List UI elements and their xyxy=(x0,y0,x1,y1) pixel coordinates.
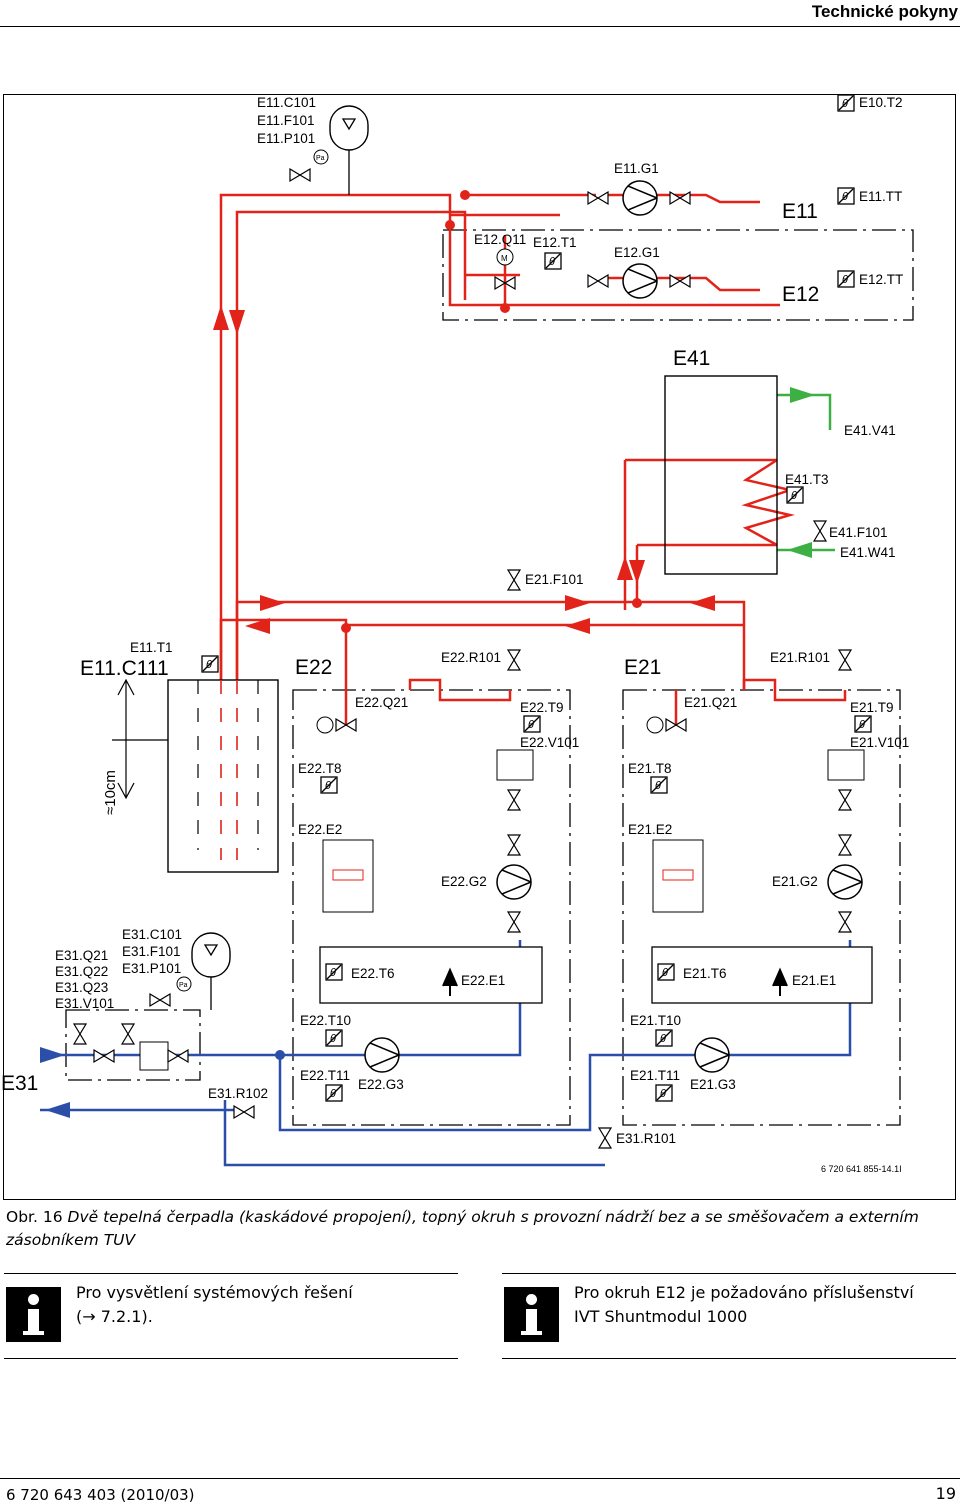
supply-arrow-down xyxy=(229,310,245,335)
label-e22: E22 xyxy=(295,656,332,679)
e31-dashed-box xyxy=(65,1009,201,1081)
label-e12-g1: E12.G1 xyxy=(614,245,660,260)
label-e31-c101: E31.C101 xyxy=(122,927,182,942)
label-e22-t10: E22.T10 xyxy=(300,1013,351,1028)
label-e11-c101: E11.C101 xyxy=(257,95,316,110)
label-e31-p101: E31.P101 xyxy=(122,961,181,976)
label-dim: ≈10cm xyxy=(102,770,119,815)
label-e11-p101: E11.P101 xyxy=(257,131,315,146)
caption-text: Dvě tepelná čerpadla (kaskádové propojen… xyxy=(6,1208,919,1249)
label-e21-t6: E21.T6 xyxy=(683,966,727,981)
label-e22-g2: E22.G2 xyxy=(441,874,487,889)
e22-floor-circuit xyxy=(319,946,543,1004)
label-e11-c111: E11.C111 xyxy=(80,657,169,680)
label-e41-t3: E41.T3 xyxy=(785,472,829,487)
label-e41-v41: E41.V41 xyxy=(844,423,896,438)
label-e22-t11: E22.T11 xyxy=(300,1068,350,1083)
label-e21-q21: E21.Q21 xyxy=(684,695,737,710)
label-e22-g3: E22.G3 xyxy=(358,1077,404,1092)
label-e31-q23: E31.Q23 xyxy=(55,980,108,995)
note-2-line-1: Pro okruh E12 je požadováno příslušenstv… xyxy=(574,1283,914,1302)
label-e21-e1: E21.E1 xyxy=(792,973,836,988)
hydraulic-schematic: θ xyxy=(1,94,914,1174)
label-e31: E31 xyxy=(1,1072,38,1095)
info-note-1: Pro vysvětlení systémových řešení (→ 7.2… xyxy=(4,1273,458,1359)
label-docref: 6 720 641 855-14.1I xyxy=(821,1164,902,1174)
label-e12: E12 xyxy=(782,283,819,306)
label-e41-f101: E41.F101 xyxy=(829,525,888,540)
caption-label: Obr. 16 xyxy=(6,1208,63,1226)
note-1-line-1: Pro vysvětlení systémových řešení xyxy=(76,1283,353,1302)
header-rule xyxy=(0,26,960,27)
label-e31-q21: E31.Q21 xyxy=(55,948,108,963)
label-pa: Pa xyxy=(179,982,188,989)
diagram-frame xyxy=(3,94,956,1200)
label-e21-t10: E21.T10 xyxy=(630,1013,681,1028)
info-icon xyxy=(504,1287,559,1342)
figure-caption: Obr. 16 Dvě tepelná čerpadla (kaskádové … xyxy=(6,1206,946,1252)
label-e22-v101: E22.V101 xyxy=(520,735,579,750)
label-e22-t8: E22.T8 xyxy=(298,761,342,776)
label-e11-f101: E11.F101 xyxy=(257,113,315,128)
note-1-line-2: (→ 7.2.1). xyxy=(76,1307,153,1326)
label-e21-t9: E21.T9 xyxy=(850,700,894,715)
label-e31-r102: E31.R102 xyxy=(208,1086,268,1101)
label-e31-v101: E31.V101 xyxy=(55,996,114,1011)
e12-dashed-box xyxy=(442,229,914,321)
supply-arrow-up xyxy=(213,305,229,330)
buffer-tank-e11-c111 xyxy=(167,679,279,873)
label-e11-tt: E11.TT xyxy=(859,189,902,204)
label-m: M xyxy=(501,254,508,263)
label-e11-t1: E11.T1 xyxy=(130,640,173,655)
label-e21-r101: E21.R101 xyxy=(770,650,830,665)
label-e21-g3: E21.G3 xyxy=(690,1077,736,1092)
label-e21-t11: E21.T11 xyxy=(630,1068,680,1083)
label-e21: E21 xyxy=(624,656,661,679)
label-e22-e2: E22.E2 xyxy=(298,822,342,837)
label-e12-t1: E12.T1 xyxy=(533,235,577,250)
label-e21-g2: E21.G2 xyxy=(772,874,818,889)
label-e11-g1: E11.G1 xyxy=(614,161,659,176)
footer-rule xyxy=(0,1478,960,1479)
footer-page-number: 19 xyxy=(935,1484,956,1503)
label-e22-t6: E22.T6 xyxy=(351,966,395,981)
label-pa: Pa xyxy=(316,155,325,162)
info-icon xyxy=(6,1287,61,1342)
label-e22-t9: E22.T9 xyxy=(520,700,564,715)
label-e22-q21: E22.Q21 xyxy=(355,695,408,710)
label-e21-t8: E21.T8 xyxy=(628,761,672,776)
note-2-line-2: IVT Shuntmodul 1000 xyxy=(574,1307,748,1326)
label-e11: E11 xyxy=(782,200,818,223)
label-e21-f101: E21.F101 xyxy=(525,572,584,587)
page-header-title: Technické pokyny xyxy=(811,2,958,21)
label-e31-r101: E31.R101 xyxy=(616,1131,676,1146)
info-note-2: Pro okruh E12 je požadováno příslušenstv… xyxy=(502,1273,956,1359)
label-e22-r101: E22.R101 xyxy=(441,650,501,665)
label-e41: E41 xyxy=(673,347,710,370)
label-e31-f101: E31.F101 xyxy=(122,944,181,959)
label-e12-tt: E12.TT xyxy=(859,272,903,287)
dhw-storage-e41 xyxy=(664,375,778,575)
label-e10-t2: E10.T2 xyxy=(859,95,903,110)
label-e22-e1: E22.E1 xyxy=(461,973,505,988)
e21-dashed-box xyxy=(622,689,901,1126)
label-e41-w41: E41.W41 xyxy=(840,545,896,560)
label-e21-v101: E21.V101 xyxy=(850,735,909,750)
e21-floor-circuit xyxy=(651,946,873,1004)
label-e12-q11: E12.Q11 xyxy=(474,232,526,247)
label-e21-e2: E21.E2 xyxy=(628,822,672,837)
footer-doc-number: 6 720 643 403 (2010/03) xyxy=(6,1486,195,1504)
label-e31-q22: E31.Q22 xyxy=(55,964,108,979)
e22-dashed-box xyxy=(292,689,571,1126)
